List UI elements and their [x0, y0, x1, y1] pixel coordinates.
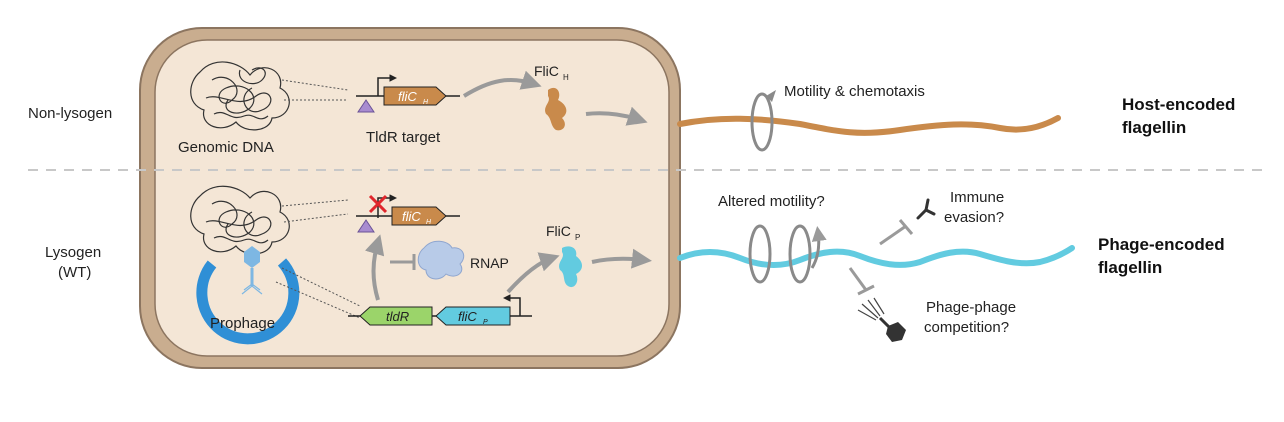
label-lysogen: Lysogen	[45, 244, 101, 261]
phage-icon	[241, 246, 263, 295]
rotation-arrow-bottom	[810, 226, 827, 269]
rotation-icon-top	[750, 92, 774, 152]
inhibition-immune-line	[879, 224, 907, 246]
dna-link-bottom-1	[281, 199, 349, 207]
block-x-icon	[368, 194, 388, 214]
promoter-prophage-icon	[503, 294, 521, 316]
tldr-target-site-icon	[357, 99, 375, 113]
label-tldr-target: TldR target	[366, 129, 441, 146]
gene-flic-h-sub: H	[423, 99, 429, 106]
dna-link-bottom-2	[283, 213, 349, 223]
promoter-top-icon	[377, 74, 397, 96]
label-rnap: RNAP	[470, 255, 509, 271]
gene-flic-p-label: fliC	[458, 309, 477, 324]
arrow-translation-host	[462, 70, 542, 98]
gene-flic-h-off-sub: H	[426, 219, 432, 226]
gene-flic-h-off-label: fliC	[402, 209, 421, 224]
genomic-dna-lysogen-icon	[190, 185, 290, 255]
label-flic-h-protein: FliC	[534, 63, 559, 79]
label-lysogen-wt: (WT)	[58, 264, 91, 281]
inhibition-immune-bar	[898, 219, 914, 235]
inhibition-phage-line	[848, 267, 868, 291]
gene-flic-p: fliC P	[435, 306, 511, 326]
antibody-icon	[916, 198, 936, 220]
label-evasion: evasion?	[944, 209, 1004, 226]
arrow-tldr-to-target	[364, 234, 385, 301]
label-phage-flagellin: flagellin	[1098, 258, 1162, 277]
label-altered-motility: Altered motility?	[718, 193, 825, 210]
prophage-link-2	[275, 281, 361, 319]
label-flic-h-protein-sub: H	[563, 73, 569, 82]
dna-link-top-1	[281, 79, 349, 91]
genomic-dna-icon	[190, 61, 290, 131]
flic-p-protein-icon	[559, 246, 582, 288]
label-host-encoded: Host-encoded	[1122, 95, 1235, 114]
arrow-translation-phage	[506, 252, 560, 294]
label-prophage: Prophage	[210, 315, 275, 332]
bacterial-cell	[139, 27, 681, 369]
label-motility: Motility & chemotaxis	[784, 83, 925, 100]
arrow-export-host	[585, 106, 648, 126]
label-host-flagellin: flagellin	[1122, 118, 1186, 137]
tldr-target-site-bottom-icon	[357, 219, 375, 233]
gene-flic-p-sub: P	[483, 319, 488, 326]
rnap-icon	[417, 240, 465, 280]
prophage-link-1	[281, 267, 361, 307]
label-genomic-dna: Genomic DNA	[178, 139, 274, 156]
gene-tldr: tldR	[359, 306, 433, 326]
cell-inner-membrane	[154, 39, 670, 357]
label-flic-p-protein-sub: P	[575, 233, 580, 242]
gene-flic-h-label: fliC	[398, 89, 417, 104]
gene-flic-h-silenced: fliC H	[391, 206, 447, 226]
label-non-lysogen: Non-lysogen	[28, 105, 112, 122]
gene-tldr-label: tldR	[386, 309, 409, 324]
promoter-silenced-icon	[377, 194, 397, 218]
label-immune: Immune	[950, 189, 1004, 206]
phage-flagellum	[677, 245, 1075, 268]
flic-h-protein-icon	[545, 87, 567, 131]
label-phage-phage: Phage-phage	[926, 299, 1016, 316]
prophage-ring-icon	[196, 258, 300, 345]
label-competition: competition?	[924, 319, 1009, 336]
rotation-arrowhead-top	[766, 90, 776, 102]
label-flic-p-protein: FliC	[546, 223, 571, 239]
arrow-export-phage	[591, 248, 652, 269]
inhibition-phage-bar	[857, 284, 875, 296]
gene-flic-h: fliC H	[383, 86, 447, 106]
host-flagellum	[677, 115, 1061, 136]
label-phage-encoded: Phage-encoded	[1098, 235, 1225, 254]
competing-phage-icon	[857, 297, 906, 342]
rotation-icon-bottom	[748, 224, 812, 284]
